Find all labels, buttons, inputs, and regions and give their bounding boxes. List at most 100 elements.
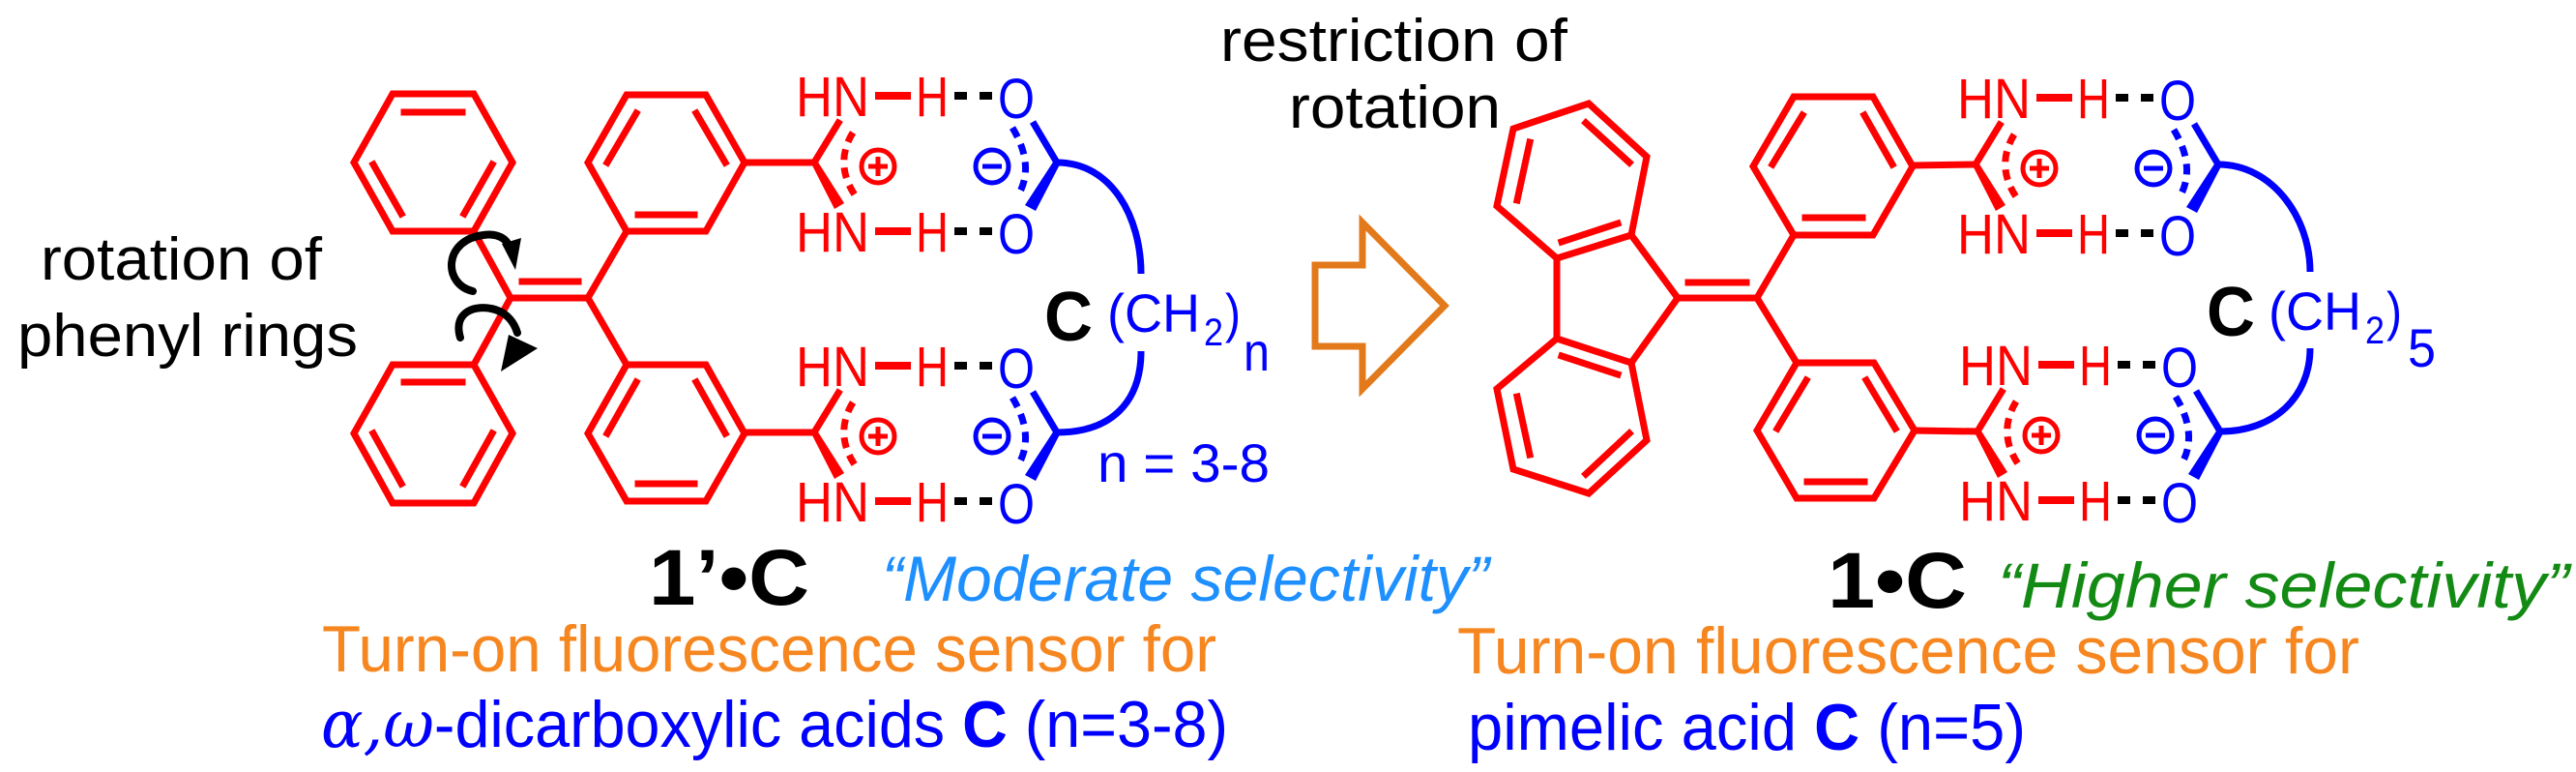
delocalization-dashes [1009, 396, 1030, 465]
complex-label: 1•C [1828, 537, 1967, 625]
o-label: O [2161, 337, 2198, 400]
o-label: O [2159, 205, 2196, 268]
rotation-annotation: phenyl rings [17, 303, 358, 370]
nh-label: HN [1957, 68, 2031, 131]
wedge-bond-c-o [2186, 163, 2221, 213]
delocalization-dashes [2172, 395, 2193, 464]
bond-c-n [809, 118, 843, 167]
phenyl-ring [1752, 359, 1981, 502]
unit-slot: HN H O HN H O [1959, 335, 2224, 535]
minus-charge-icon [973, 417, 1011, 456]
host-name: 1 [1828, 537, 1875, 625]
nh-label: HN [1959, 470, 2033, 533]
guest-name: C [748, 534, 809, 622]
chain-index: 5 [2408, 317, 2436, 378]
host-name: 1’ [649, 534, 719, 622]
h-label: H [2079, 335, 2112, 398]
bond-c-n [1971, 120, 2005, 169]
delocalization-dashes [840, 131, 859, 199]
nh-label: HN [796, 66, 869, 129]
phenyl-ring [1748, 93, 1979, 239]
o-label: O [2161, 472, 2198, 535]
alkene-core [1674, 230, 1801, 368]
unit-slot: HN H O HN H O [796, 66, 1061, 266]
caption-text: -dicarboxylic acids [434, 688, 962, 761]
complex-dot: • [719, 534, 748, 622]
caption-line: Turn-on fluorescence sensor for [1457, 614, 2359, 688]
guest-label: C [1044, 279, 1093, 356]
plus-charge-icon [2020, 149, 2059, 188]
process-arrow-icon [1311, 214, 1449, 398]
unit-slot: HN H O HN H O [1957, 68, 2222, 268]
wedge-bond-c-n [811, 431, 844, 479]
caption-condition: (n=5) [1859, 691, 2026, 764]
restriction-annotation: rotation [1289, 74, 1501, 141]
selectivity-note: “Higher selectivity” [1998, 549, 2572, 621]
caption-line: pimelic acid C (n=5) [1468, 691, 2026, 764]
delocalization-dashes [1009, 126, 1030, 195]
delocalization-dashes [2004, 400, 2022, 468]
amidinium-carboxylate-pair: HN H O HN H O [1957, 68, 2222, 268]
bond-c-o [2190, 122, 2222, 166]
fluorene [1493, 100, 1683, 497]
o-label: O [998, 473, 1035, 536]
nh-label: HN [796, 201, 869, 264]
h-label: H [2077, 203, 2110, 266]
bond-c-n [1973, 387, 2006, 436]
o-label: O [2159, 70, 2196, 133]
amidinium-carboxylate-pair: HN H O HN H O [796, 336, 1061, 536]
caption-condition: (n=3-8) [1008, 688, 1228, 761]
caption-guest: C [1814, 691, 1859, 764]
complex-label: 1’•C [649, 534, 809, 622]
o-label: O [998, 338, 1035, 401]
chain-group: (CH [2269, 281, 2361, 341]
caption-text: pimelic acid [1468, 691, 1814, 764]
rotation-annotation: rotation of [41, 226, 323, 293]
minus-charge-icon [973, 147, 1011, 186]
host-1: HN H O HN H O [1493, 68, 2314, 535]
wedge-bond-c-n [1975, 430, 2007, 478]
nh-label: HN [796, 471, 869, 534]
h-label: H [916, 336, 949, 399]
alkene-core [469, 226, 631, 370]
h-label: H [916, 471, 949, 534]
delocalization-dashes [840, 401, 859, 469]
chain-subscript: 2 [1204, 312, 1223, 354]
chain-subscript: 2 [2365, 310, 2385, 352]
phenyl-ring [349, 361, 517, 507]
guest-label: C [2207, 274, 2255, 351]
guest-chain-arc [2219, 347, 2314, 435]
plus-charge-icon [859, 417, 897, 456]
wedge-bond-c-n [811, 161, 844, 209]
guest-chain-arc [1056, 159, 1145, 275]
unit-slot: HN H O HN H O [796, 336, 1061, 536]
selectivity-note: “Moderate selectivity” [882, 543, 1492, 614]
minus-charge-icon [2136, 416, 2175, 455]
plus-charge-icon [2022, 416, 2061, 455]
caption-line: α,ω-dicarboxylic acids C (n=3-8) [321, 687, 1228, 763]
guest-name: C [1905, 537, 1967, 625]
chain-group: (CH [1107, 282, 1200, 343]
complex-dot: • [1875, 537, 1905, 625]
o-label: O [998, 68, 1035, 131]
nh-label: HN [1959, 335, 2033, 398]
wedge-bond-c-n [1973, 163, 2005, 211]
minus-charge-icon [2134, 149, 2173, 188]
h-label: H [916, 66, 949, 129]
o-label: O [998, 203, 1035, 266]
host-1-prime: HN H O HN H O [349, 66, 1145, 536]
wedge-bond-c-o [2188, 430, 2223, 480]
caption-guest: C [962, 688, 1008, 761]
chain-range: n = 3-8 [1098, 432, 1270, 493]
wedge-bond-c-o [1025, 431, 1060, 481]
plus-charge-icon [859, 147, 897, 186]
rotation-arrow-icon [447, 230, 521, 295]
delocalization-dashes [2002, 133, 2020, 201]
chain-index: n [1244, 321, 1270, 382]
h-label: H [916, 201, 949, 264]
guest-chain-arc [2217, 161, 2314, 273]
caption-line: Turn-on fluorescence sensor for [322, 612, 1216, 686]
restriction-annotation: restriction of [1220, 8, 1568, 74]
guest-chain-arc [1056, 350, 1145, 436]
